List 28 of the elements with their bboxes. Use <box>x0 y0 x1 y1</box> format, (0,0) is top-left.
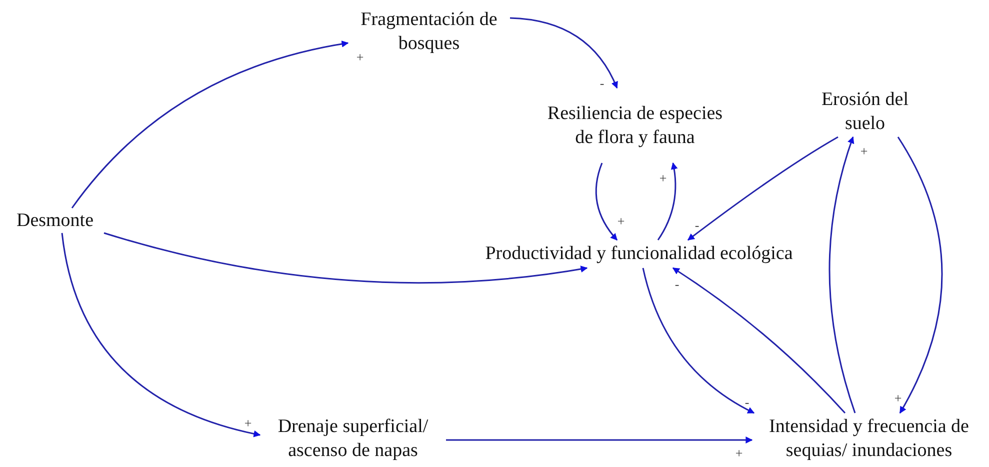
arrow <box>897 136 943 414</box>
arrow <box>828 136 856 414</box>
polarity-sign: + <box>860 144 868 158</box>
arrow <box>510 17 618 89</box>
arrow <box>595 162 618 241</box>
arrow <box>446 436 753 444</box>
polarity-sign: - <box>744 396 750 408</box>
arrow <box>672 267 846 414</box>
polarity-sign: + <box>244 416 252 430</box>
variable-label: Erosión del suelo <box>820 88 910 136</box>
polarity-sign: + <box>617 214 625 228</box>
polarity-sign: + <box>894 392 902 404</box>
arrow <box>642 268 755 414</box>
polarity-sign: - <box>694 218 700 232</box>
variable-label: Productividad y funcionalidad ecológica <box>485 242 793 266</box>
arrow <box>657 162 678 240</box>
arrow <box>61 232 261 437</box>
arrow <box>104 232 588 284</box>
polarity-sign: + <box>735 446 743 460</box>
variable-label: Drenaje superficial/ ascenso de napas <box>276 414 430 462</box>
arrow <box>687 136 838 241</box>
variable-label: Resiliencia de especies de flora y fauna <box>546 102 724 150</box>
arrow <box>71 40 349 208</box>
variable-label: Desmonte <box>16 208 94 232</box>
polarity-sign: - <box>600 76 604 90</box>
polarity-sign: - <box>674 278 680 290</box>
variable-label: Intensidad y frecuencia de sequias/ inundaciones <box>768 414 970 462</box>
polarity-sign: + <box>659 172 667 184</box>
